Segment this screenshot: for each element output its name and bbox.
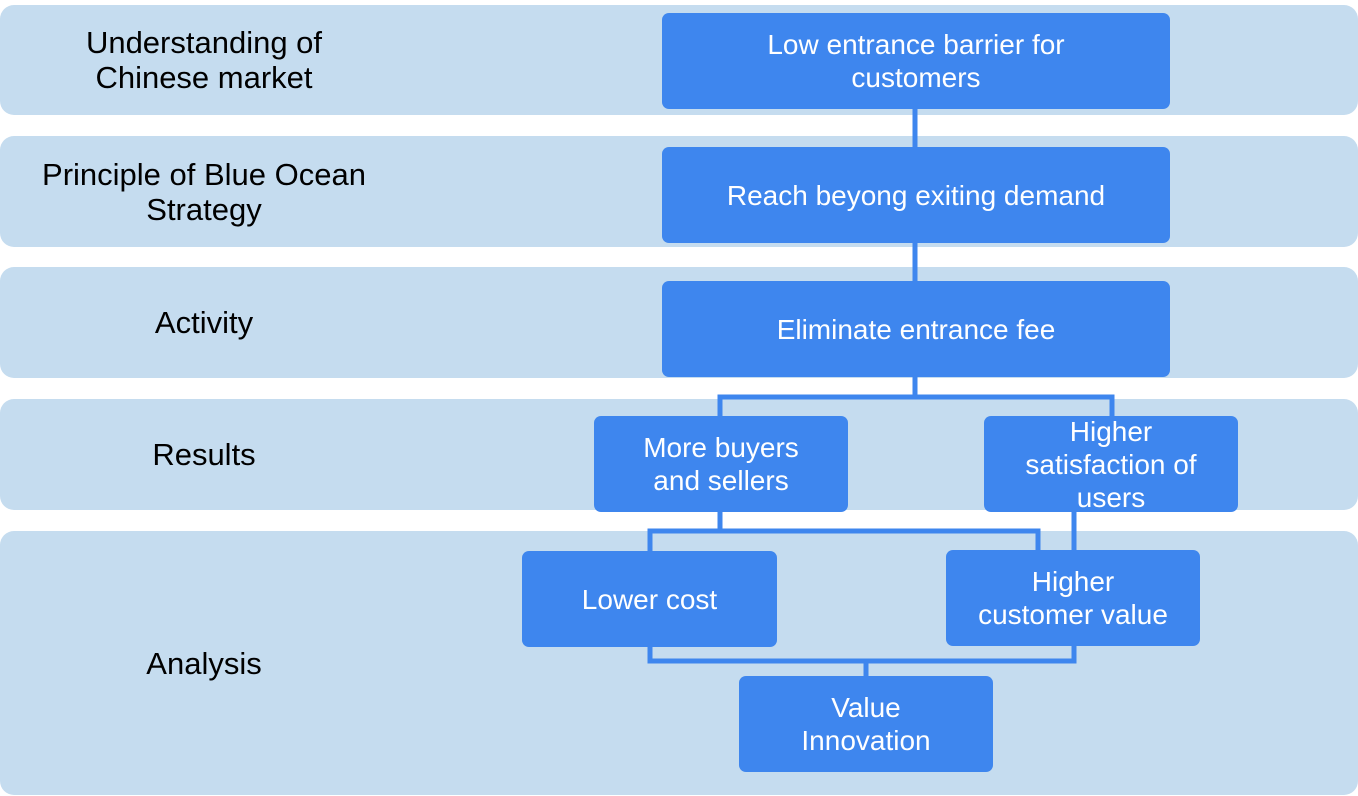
stage-label-analysis: Analysis xyxy=(146,645,262,681)
node-lower-cost: Lower cost xyxy=(522,551,777,647)
stage-label-results: Results xyxy=(152,437,256,472)
connector-analysis-to-value xyxy=(647,644,1077,664)
node-reach-beyond-demand: Reach beyong exiting demand xyxy=(662,147,1170,243)
node-eliminate-entrance-fee: Eliminate entrance fee xyxy=(662,281,1170,377)
node-higher-customer-value: Higher customer value xyxy=(946,550,1200,646)
stage-label-understanding: Understanding of Chinese market xyxy=(85,25,323,95)
node-more-buyers-sellers: More buyers and sellers xyxy=(594,416,848,512)
connector-buyers-to-highervalue xyxy=(720,528,1041,552)
stage-label-principle: Principle of Blue Ocean Strategy xyxy=(42,156,366,227)
node-higher-satisfaction: Higher satisfaction of users xyxy=(984,416,1238,513)
node-value-innovation: Value Innovation xyxy=(739,676,993,772)
stage-label-activity: Activity xyxy=(154,305,254,340)
node-low-entrance-barrier: Low entrance barrier for customers xyxy=(662,13,1170,109)
connector-buyers-to-lowercost xyxy=(647,510,723,554)
